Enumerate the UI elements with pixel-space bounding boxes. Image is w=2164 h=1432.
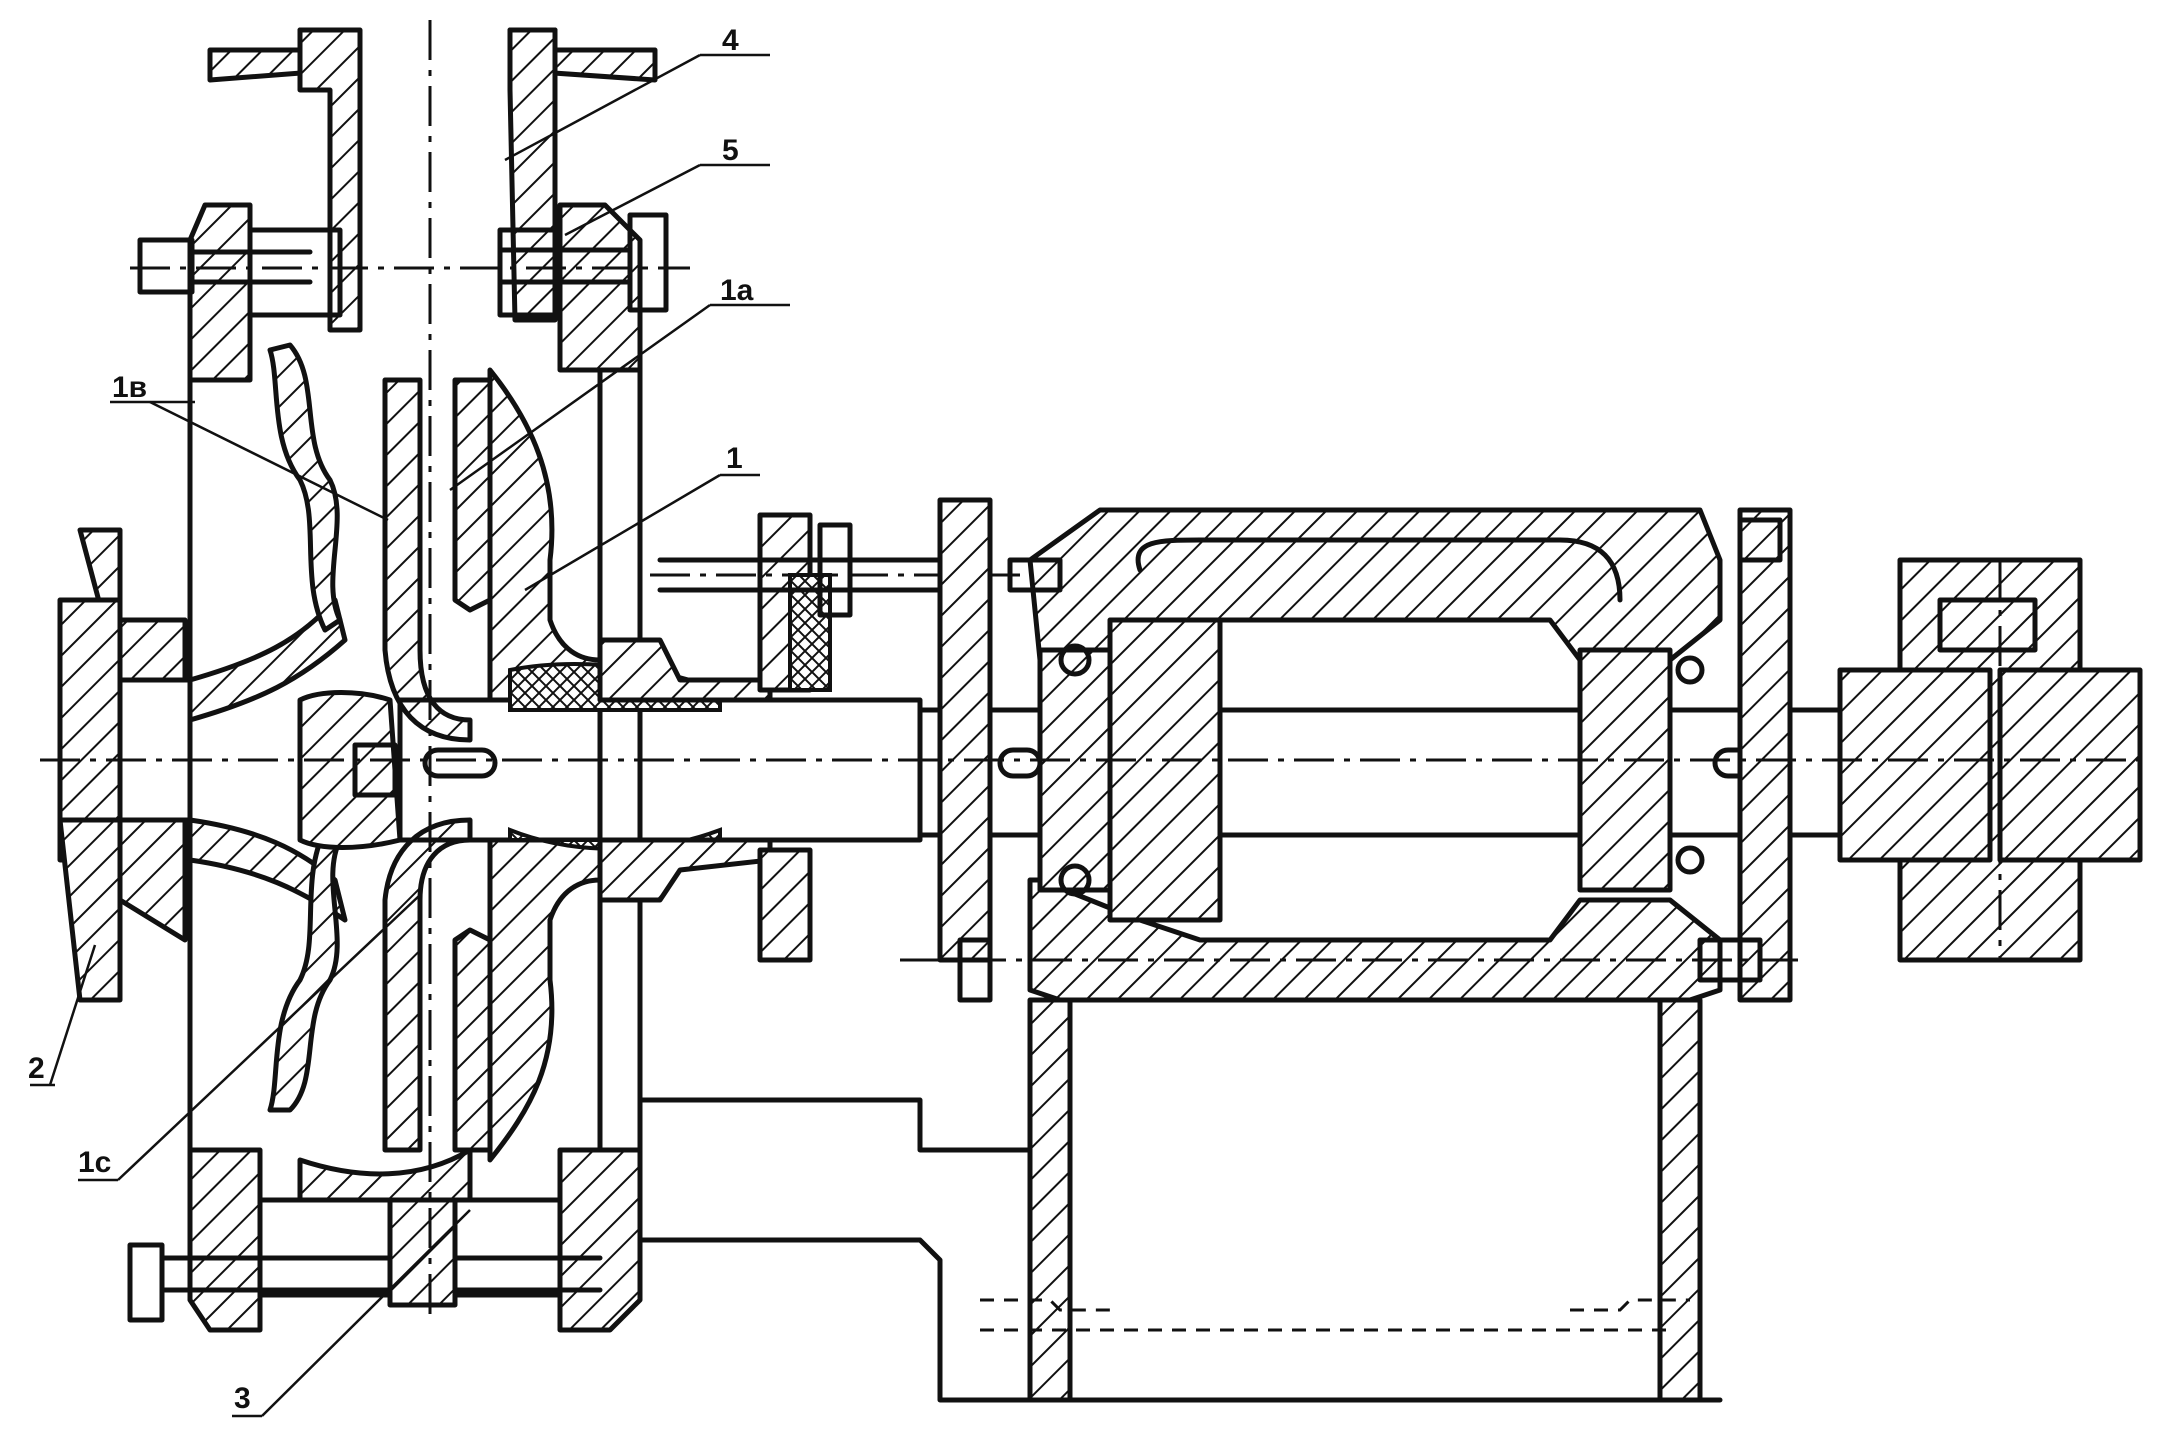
label-3: 3 xyxy=(232,1209,471,1418)
bearing-housing xyxy=(900,497,1800,1003)
label-2-text: 2 xyxy=(28,1052,45,1085)
label-1-text: 1 xyxy=(726,442,743,475)
label-1: 1 xyxy=(524,442,760,592)
pump-casing xyxy=(57,27,690,1333)
label-1c: 1c xyxy=(78,894,421,1182)
label-3-text: 3 xyxy=(234,1382,251,1415)
label-1v: 1в xyxy=(110,371,389,522)
label-5: 5 xyxy=(564,134,770,237)
label-1v-text: 1в xyxy=(112,371,147,404)
bolt-bottom xyxy=(127,1242,603,1323)
label-1a: 1a xyxy=(449,274,790,492)
stuffing-box xyxy=(508,512,1080,963)
label-2: 2 xyxy=(28,944,97,1087)
label-4-text: 4 xyxy=(722,24,739,57)
bolt-top-right xyxy=(497,212,669,313)
label-4: 4 xyxy=(504,24,770,162)
pedestal xyxy=(637,997,1723,1403)
label-1c-text: 1c xyxy=(78,1146,111,1179)
bolt-top-left xyxy=(137,237,313,295)
label-5-text: 5 xyxy=(722,134,739,167)
label-1a-text: 1a xyxy=(720,274,754,307)
